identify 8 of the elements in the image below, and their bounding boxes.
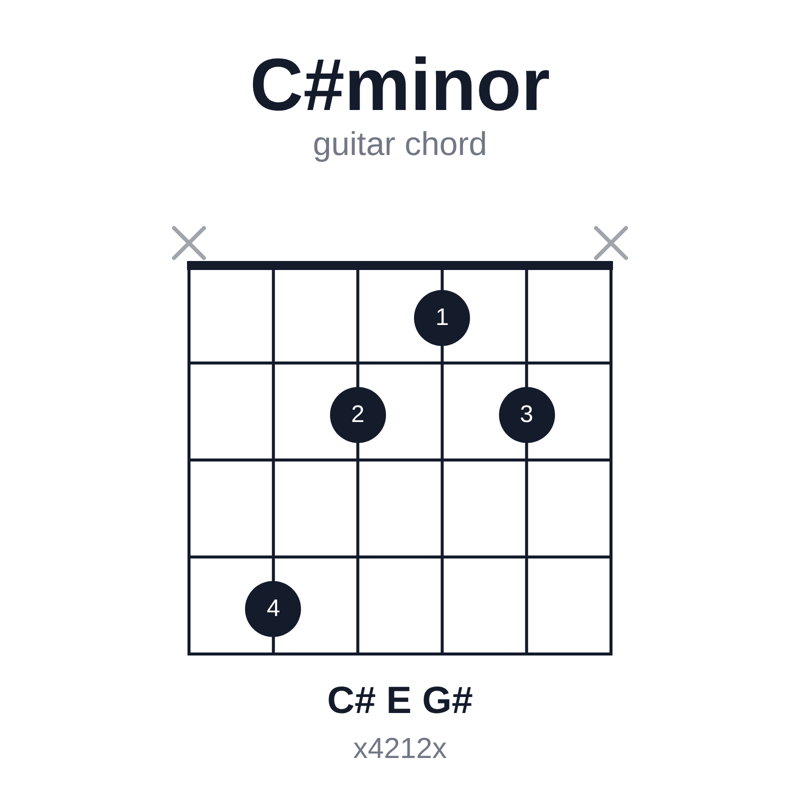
finger-dot: 3 <box>498 386 555 442</box>
finger-dot: 1 <box>414 290 470 346</box>
fingering-code: x4212x <box>353 734 447 766</box>
chord-title: C#minor <box>250 44 550 126</box>
chord-notes: C# E G# <box>327 681 473 723</box>
subtitle: guitar chord <box>312 126 488 162</box>
finger-dot: 4 <box>245 580 302 636</box>
finger-dot: 2 <box>330 386 386 442</box>
